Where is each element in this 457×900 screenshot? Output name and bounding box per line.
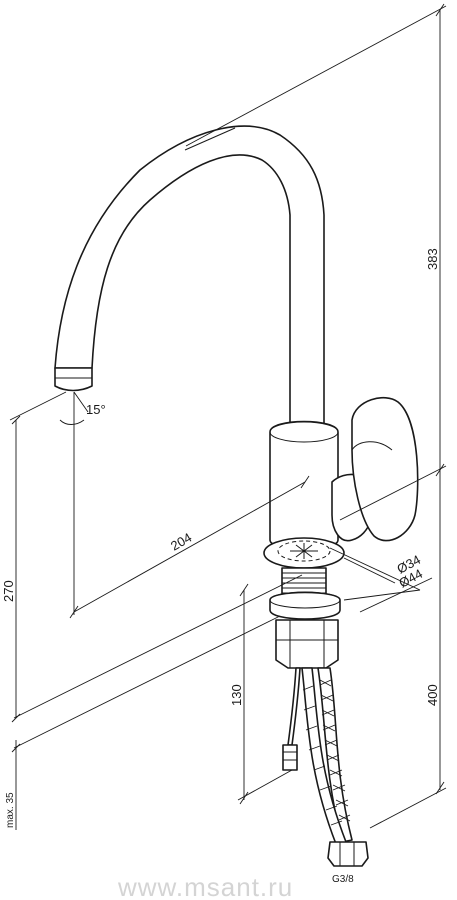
dim-shank-length: 130 <box>229 684 244 706</box>
column <box>269 420 339 550</box>
dimension-lines: 383 270 15° 204 Ø34 Ø44 max. 35 <box>1 3 447 885</box>
mounting-clamp <box>275 619 339 669</box>
flexible-hoses <box>282 667 369 867</box>
dim-spout-angle: 15° <box>86 402 106 417</box>
hose-short-connector <box>282 744 298 771</box>
watermark: www.msant.ru <box>117 872 293 900</box>
hose-fitting <box>327 841 369 867</box>
dim-countertop-max: max. 35 <box>5 792 16 828</box>
dim-hose-length: 400 <box>425 684 440 706</box>
dim-spout-height: 270 <box>1 580 16 602</box>
dim-spout-reach: 204 <box>168 530 194 554</box>
mounting-hole <box>277 540 331 562</box>
hose-short <box>287 667 301 746</box>
spout <box>54 125 325 431</box>
faucet-body <box>54 125 419 669</box>
lever-handle <box>351 396 419 542</box>
hose-right <box>317 667 353 843</box>
dim-overall-height: 383 <box>425 248 440 270</box>
aerator <box>54 367 93 392</box>
dim-connection: G3/8 <box>332 874 354 885</box>
